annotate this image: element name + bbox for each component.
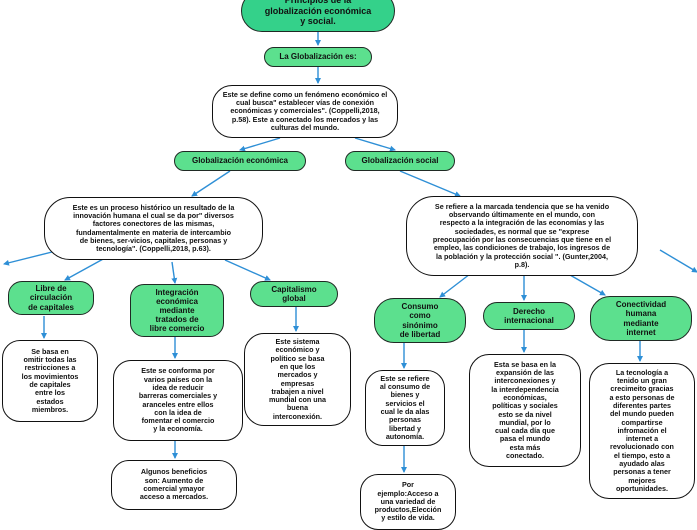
connector-econdesc-capitalismo xyxy=(224,259,271,281)
connector-social-desc xyxy=(399,170,461,197)
international-law-detail-node: Esta se basa en la expansión de las inte… xyxy=(469,354,581,467)
capital-circulation-node: Libre de circulación de capitales xyxy=(8,281,94,315)
consumption-freedom-detail-node: Este se refiere al consumo de bienes y s… xyxy=(365,370,445,446)
subtitle-node: La Globalización es: xyxy=(264,47,372,67)
connector-socialdesc-conectividad xyxy=(569,274,606,296)
global-capitalism-detail-node: Este sistema económico y político se bas… xyxy=(244,333,351,426)
connector-socialdesc-consumo xyxy=(439,273,471,298)
economic-description-node: Este es un proceso histórico un resultad… xyxy=(44,197,263,260)
social-description-node: Se refiere a la marcada tendencia que se… xyxy=(406,196,638,276)
economic-integration-node: Integración económica mediante tratados … xyxy=(130,284,224,337)
connector-definition-social xyxy=(354,137,396,152)
connector-socialdesc-right-edge xyxy=(659,249,697,273)
economic-integration-detail-node: Este se conforma por varios países con l… xyxy=(113,360,243,441)
capital-circulation-detail-node: Se basa en omitir todas las restriccione… xyxy=(2,340,98,422)
global-capitalism-node: Capitalismo global xyxy=(250,281,338,307)
social-globalization-node: Globalización social xyxy=(345,151,455,171)
connector-definition-economic xyxy=(239,137,281,152)
international-law-node: Derecho internacional xyxy=(483,302,575,330)
connector-economic-desc xyxy=(191,170,231,197)
definition-node: Este se define como un fenómeno económic… xyxy=(212,85,398,138)
map-title: Principios de la globalización económica… xyxy=(241,0,395,32)
connector-econdesc-integracion xyxy=(171,261,178,284)
human-connectivity-node: Conectividad humana mediante internet xyxy=(590,296,692,341)
economic-globalization-node: Globalización económica xyxy=(174,151,306,171)
economic-integration-benefits-node: Algunos beneficios son: Aumento de comer… xyxy=(111,460,237,510)
consumption-freedom-node: Consumo como sinónimo de libertad xyxy=(374,298,466,343)
consumption-freedom-example-node: Por ejemplo:Acceso a una variedad de pro… xyxy=(360,474,456,530)
connector-econdesc-circulacion xyxy=(64,257,106,281)
human-connectivity-detail-node: La tecnología a tenido un gran crecimeit… xyxy=(589,363,695,499)
